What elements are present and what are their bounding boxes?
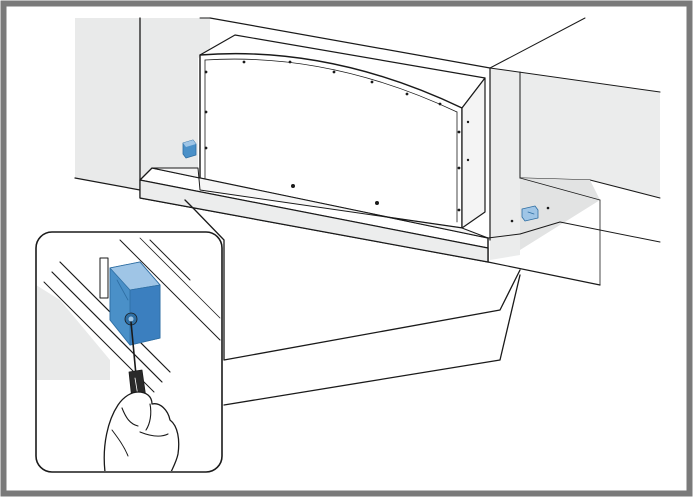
hood-front-panel bbox=[139, 167, 561, 263]
main-scene bbox=[74, 17, 661, 406]
detail-callout-inset bbox=[35, 231, 223, 473]
kitchen-cabinet-wall-unit bbox=[74, 17, 661, 286]
cooker-hood-body bbox=[199, 34, 486, 229]
mounting-bracket-right bbox=[510, 205, 550, 223]
callout-connectors bbox=[184, 199, 521, 406]
mounting-bracket-left bbox=[182, 139, 197, 159]
mounting-bracket-detail bbox=[99, 257, 161, 346]
hand-icon bbox=[103, 391, 180, 471]
